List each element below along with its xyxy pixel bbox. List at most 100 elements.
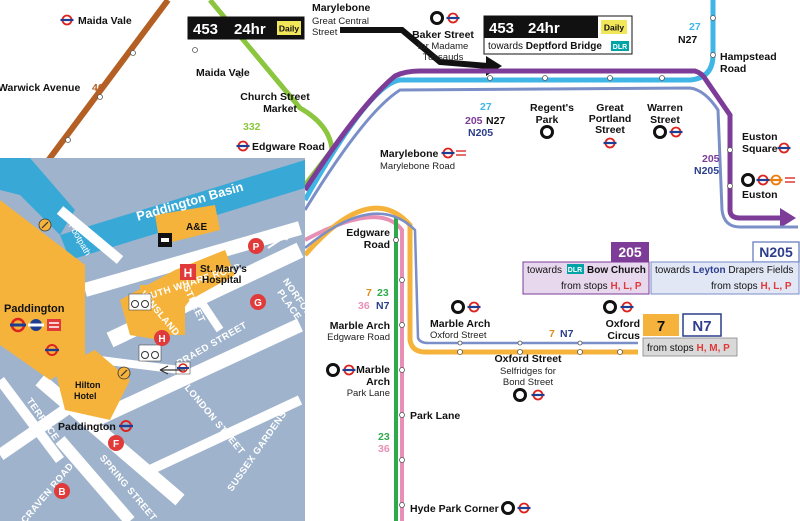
route-n205-number: N205 bbox=[759, 244, 793, 260]
stop-marble-arch-oxford[interactable]: Marble Arch bbox=[430, 318, 490, 330]
stop-marylebone-top[interactable]: Marylebone bbox=[312, 2, 371, 14]
marker-g[interactable]: G bbox=[250, 294, 266, 310]
stop-warwick-avenue[interactable]: Warwick Avenue bbox=[0, 82, 80, 94]
route-n7-oxford-label: N7 bbox=[560, 328, 574, 340]
stop-maida-vale-top[interactable]: Maida Vale bbox=[78, 15, 132, 27]
route-205-destination: Bow Church bbox=[587, 265, 646, 276]
deptford-bridge: Deptford Bridge bbox=[526, 41, 603, 52]
stop-maida-vale[interactable]: Maida Vale bbox=[196, 67, 250, 79]
route-n205-stops: from stops H, L, P bbox=[711, 281, 792, 292]
route-n205-right-label: N205 bbox=[694, 165, 719, 177]
underground-icon bbox=[119, 420, 133, 432]
route-453-freq-right: Daily bbox=[604, 23, 625, 33]
stop-baker-street[interactable]: Baker Street bbox=[412, 29, 474, 41]
route-n27-top-label: N27 bbox=[678, 34, 697, 46]
taxi-icon bbox=[158, 233, 172, 247]
paddington-station-building bbox=[0, 200, 85, 380]
marker-p[interactable]: P bbox=[248, 238, 264, 254]
stop-marylebone[interactable]: Marylebone bbox=[380, 148, 439, 160]
bus-stop-icon bbox=[540, 125, 554, 139]
marker-h[interactable]: H bbox=[154, 330, 170, 346]
ae-label: A&E bbox=[186, 222, 207, 233]
route-205-line[interactable] bbox=[302, 68, 782, 221]
hilton-line-2: Hotel bbox=[74, 391, 97, 401]
national-rail-icon bbox=[47, 319, 61, 331]
dlr-tag: DLR bbox=[613, 44, 627, 51]
route-23-parklane-label: 23 bbox=[378, 431, 390, 443]
st-marys-line-1: St. Mary's bbox=[200, 264, 247, 275]
route-n205-line[interactable] bbox=[303, 86, 798, 229]
route-7-stops: from stops H, M, P bbox=[647, 343, 730, 354]
route-n205-box[interactable]: N205 towards Leyton Drapers Fields from … bbox=[650, 241, 800, 295]
route-36-line[interactable] bbox=[304, 215, 404, 521]
route-36-parklane-label: 36 bbox=[378, 443, 390, 455]
route-46-label: 46 bbox=[92, 82, 104, 94]
route-205-right-label: 205 bbox=[702, 153, 720, 165]
underground-icon bbox=[517, 502, 531, 514]
bus-stop-icon bbox=[326, 363, 340, 377]
underground-icon bbox=[60, 14, 74, 26]
national-rail-icon bbox=[456, 150, 466, 156]
route-205-box[interactable]: 205 towards DLR Bow Church from stops H,… bbox=[522, 242, 650, 295]
st-marys-line-2: Hospital bbox=[202, 275, 242, 286]
stop-euston[interactable]: Euston bbox=[742, 189, 778, 201]
marker-f-letter: F bbox=[113, 439, 119, 450]
underground-icon bbox=[441, 147, 455, 159]
underground-icon bbox=[777, 142, 791, 154]
route-205-dlr: DLR bbox=[568, 267, 582, 274]
route-453-number: 453 bbox=[193, 21, 218, 38]
hilton-hotel-building bbox=[55, 350, 130, 420]
route-n7-line[interactable] bbox=[304, 212, 638, 345]
route-27-top-label: 27 bbox=[689, 21, 701, 33]
stop-hyde-park-corner[interactable]: Hyde Park Corner bbox=[410, 503, 499, 515]
marker-f[interactable]: F bbox=[108, 435, 124, 451]
canal-water bbox=[0, 158, 75, 235]
route-36-marble-label: 36 bbox=[358, 300, 370, 312]
stop-oxford-street[interactable]: Oxford Street bbox=[494, 353, 562, 365]
stop-marble-arch-oxford-sub: Oxford Street bbox=[430, 330, 487, 341]
route-453-number-right: 453 bbox=[489, 20, 514, 37]
bus-stop-icon bbox=[603, 300, 617, 314]
route-n7-marble-label: N7 bbox=[376, 300, 390, 312]
route-205-arrow bbox=[780, 208, 796, 228]
compass-icon bbox=[117, 366, 131, 380]
route-205-towards: towards bbox=[527, 265, 562, 276]
route-453-box-left[interactable]: 453 24hr Daily bbox=[187, 16, 305, 40]
inset-map: Paddington Basin Footpath A&E SOUTH WHAR… bbox=[0, 158, 318, 521]
route-n205-towards: towards Leyton Drapers Fields bbox=[655, 265, 793, 276]
route-453-box-right[interactable]: 453 24hr Daily towards Deptford Bridge D… bbox=[483, 15, 633, 55]
marker-b[interactable]: B bbox=[54, 483, 70, 499]
underground-icon bbox=[28, 319, 44, 331]
route-n27-mid-label: N27 bbox=[486, 115, 505, 127]
route-7-n7-box[interactable]: 7 N7 from stops H, M, P bbox=[642, 313, 738, 357]
paddington-station-label: Paddington bbox=[58, 421, 116, 433]
route-453-freq: Daily bbox=[279, 24, 300, 34]
underground-icon bbox=[446, 12, 460, 24]
underground-icon bbox=[175, 361, 191, 375]
stop-marble-arch-edgware-sub: Edgware Road bbox=[327, 332, 390, 343]
route-205-stops: from stops H, L, P bbox=[561, 281, 642, 292]
stop-marble-arch-edgware[interactable]: Marble Arch bbox=[330, 320, 390, 332]
marker-h-letter: H bbox=[158, 334, 165, 345]
route-453-line[interactable] bbox=[340, 27, 489, 69]
stop-edgware-road-top[interactable]: Edgware Road bbox=[252, 141, 325, 153]
stop-park-lane[interactable]: Park Lane bbox=[410, 410, 460, 422]
praed-arrow bbox=[159, 365, 185, 375]
compass-icon bbox=[38, 218, 52, 232]
route-7-oxford-label: 7 bbox=[549, 328, 555, 340]
underground-icon bbox=[603, 137, 617, 149]
